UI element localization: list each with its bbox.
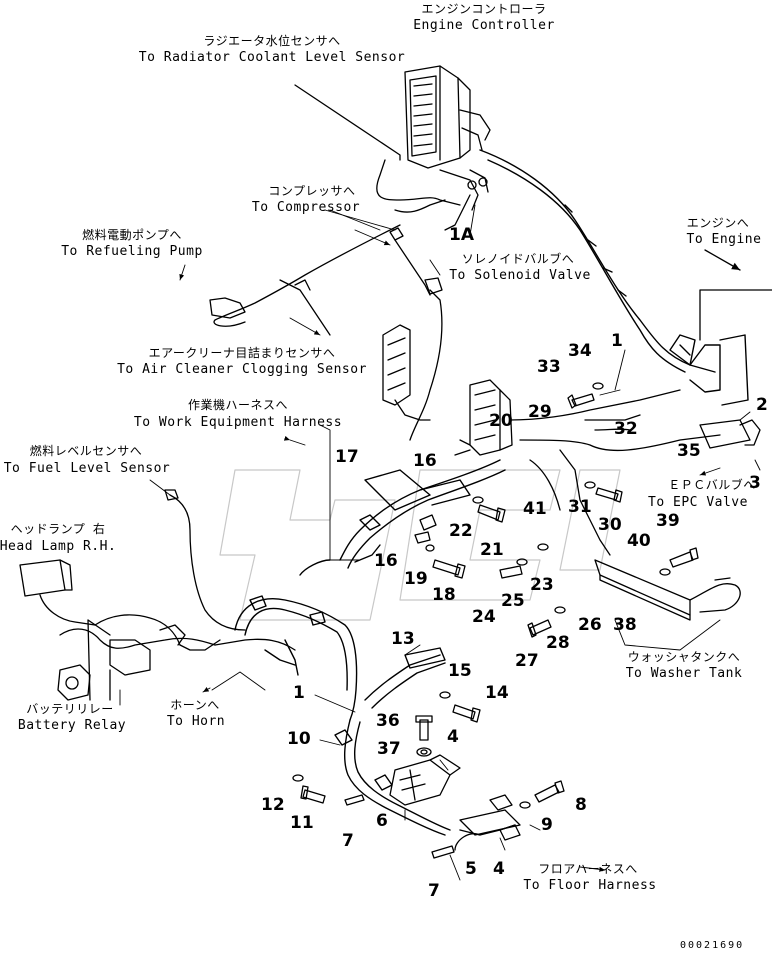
part-19: 19 (404, 569, 428, 589)
part-29: 29 (528, 402, 552, 422)
battery-relay-harness (57, 614, 296, 701)
floor-harness-label-en: To Floor Harness (523, 878, 657, 893)
part-15: 15 (448, 661, 472, 681)
washer-tank (594, 559, 741, 621)
horn-label-en: To Horn (166, 714, 226, 729)
horn-harness (234, 595, 358, 721)
floor-harness (334, 647, 516, 836)
part-7-bot: 7 (428, 881, 440, 901)
epc-label-jp: ＥＰＣバルブへ (668, 478, 756, 492)
part-23: 23 (530, 575, 554, 595)
part-2: 2 (756, 395, 768, 415)
part-27: 27 (515, 651, 539, 671)
part-38: 38 (613, 615, 637, 635)
floor-bracket (454, 794, 521, 851)
part-1-mid: 1 (293, 683, 305, 703)
part-28: 28 (546, 633, 570, 653)
solenoid-harness (382, 277, 443, 441)
refueling-pump-harness (209, 224, 431, 336)
battery-relay-label-jp: バッテリリレー (26, 702, 114, 716)
part-12: 12 (261, 795, 285, 815)
part-4-top: 4 (447, 727, 459, 747)
washer-label-en: To Washer Tank (625, 666, 743, 681)
part-4-bot: 4 (493, 859, 505, 879)
part-37: 37 (377, 739, 401, 759)
part-10: 10 (287, 729, 311, 749)
part-34: 34 (568, 341, 592, 361)
part-3: 3 (749, 473, 761, 493)
part-35: 35 (677, 441, 701, 461)
part-1a: 1A (449, 225, 474, 245)
radiator-label-en: To Radiator Coolant Level Sensor (138, 50, 406, 65)
head-lamp-label-jp: ヘッドランプ 右 (10, 522, 106, 536)
radiator-harness (294, 84, 489, 231)
work-equipment-label-en: To Work Equipment Harness (133, 415, 343, 430)
junction-block (454, 379, 513, 456)
relay-box (389, 754, 461, 806)
main-harness (479, 149, 749, 406)
part-11: 11 (290, 813, 314, 833)
epc-harness (509, 389, 761, 556)
solenoid-label-en: To Solenoid Valve (449, 268, 591, 283)
compressor-label-jp: コンプレッサへ (268, 184, 356, 198)
part-22: 22 (449, 521, 473, 541)
engine-controller-label-jp: エンジンコントローラ (421, 2, 547, 16)
fuel-level-harness (164, 489, 246, 631)
solenoid-label-jp: ソレノイドバルブへ (461, 252, 575, 266)
part-32: 32 (614, 419, 638, 439)
part-31: 31 (568, 497, 592, 517)
part-1-top: 1 (611, 331, 623, 351)
part-21: 21 (480, 540, 504, 560)
fuel-level-label-jp: 燃料レベルセンサへ (29, 444, 143, 458)
bolts-and-washers (292, 382, 699, 859)
work-equipment-harness (299, 459, 506, 576)
work-equipment-label-jp: 作業機ハーネスへ (187, 398, 289, 412)
head-lamp-label-en: Head Lamp R.H. (0, 539, 117, 554)
floor-harness-label-jp: フロアハーネスへ (538, 862, 638, 876)
to-engine-box (699, 249, 772, 341)
head-lamp-icon (19, 559, 96, 626)
fuel-level-label-en: To Fuel Level Sensor (3, 461, 171, 476)
battery-relay-label-en: Battery Relay (17, 718, 127, 733)
part-5: 5 (465, 859, 477, 879)
part-14: 14 (485, 683, 509, 703)
horn-label-jp: ホーンへ (170, 698, 220, 712)
refueling-label-jp: 燃料電動ポンプへ (82, 228, 182, 242)
part-16-bot: 16 (374, 551, 398, 571)
part-13: 13 (391, 629, 415, 649)
watermark-logo (219, 469, 621, 621)
engine-controller-label-en: Engine Controller (413, 18, 555, 33)
part-24: 24 (472, 607, 496, 627)
engine-label-en: To Engine (686, 232, 762, 247)
leader-lines (119, 204, 761, 881)
part-41: 41 (523, 499, 547, 519)
engine-label-jp: エンジンへ (686, 216, 750, 230)
part-25: 25 (501, 591, 525, 611)
part-8: 8 (575, 795, 587, 815)
part-6: 6 (376, 811, 388, 831)
part-36: 36 (376, 711, 400, 731)
engine-controller-icon (404, 65, 491, 169)
drawing-code: 00021690 (680, 940, 745, 951)
refueling-label-en: To Refueling Pump (61, 244, 203, 259)
epc-label-en: To EPC Valve (648, 495, 748, 510)
part-16-top: 16 (413, 451, 437, 471)
radiator-label-jp: ラジエータ水位センサへ (203, 34, 341, 48)
compressor-label-en: To Compressor (251, 200, 361, 215)
part-26: 26 (578, 615, 602, 635)
part-40: 40 (627, 531, 651, 551)
part-33: 33 (537, 357, 561, 377)
part-7-left: 7 (342, 831, 354, 851)
part-39: 39 (656, 511, 680, 531)
washer-label-jp: ウォッシャタンクへ (627, 650, 741, 664)
air-cleaner-label-jp: エアークリーナ目詰まりセンサへ (148, 346, 336, 360)
part-9: 9 (541, 815, 553, 835)
part-17: 17 (335, 447, 359, 467)
part-18: 18 (432, 585, 456, 605)
part-30: 30 (598, 515, 622, 535)
air-cleaner-label-en: To Air Cleaner Clogging Sensor (117, 362, 367, 377)
part-20: 20 (489, 411, 513, 431)
